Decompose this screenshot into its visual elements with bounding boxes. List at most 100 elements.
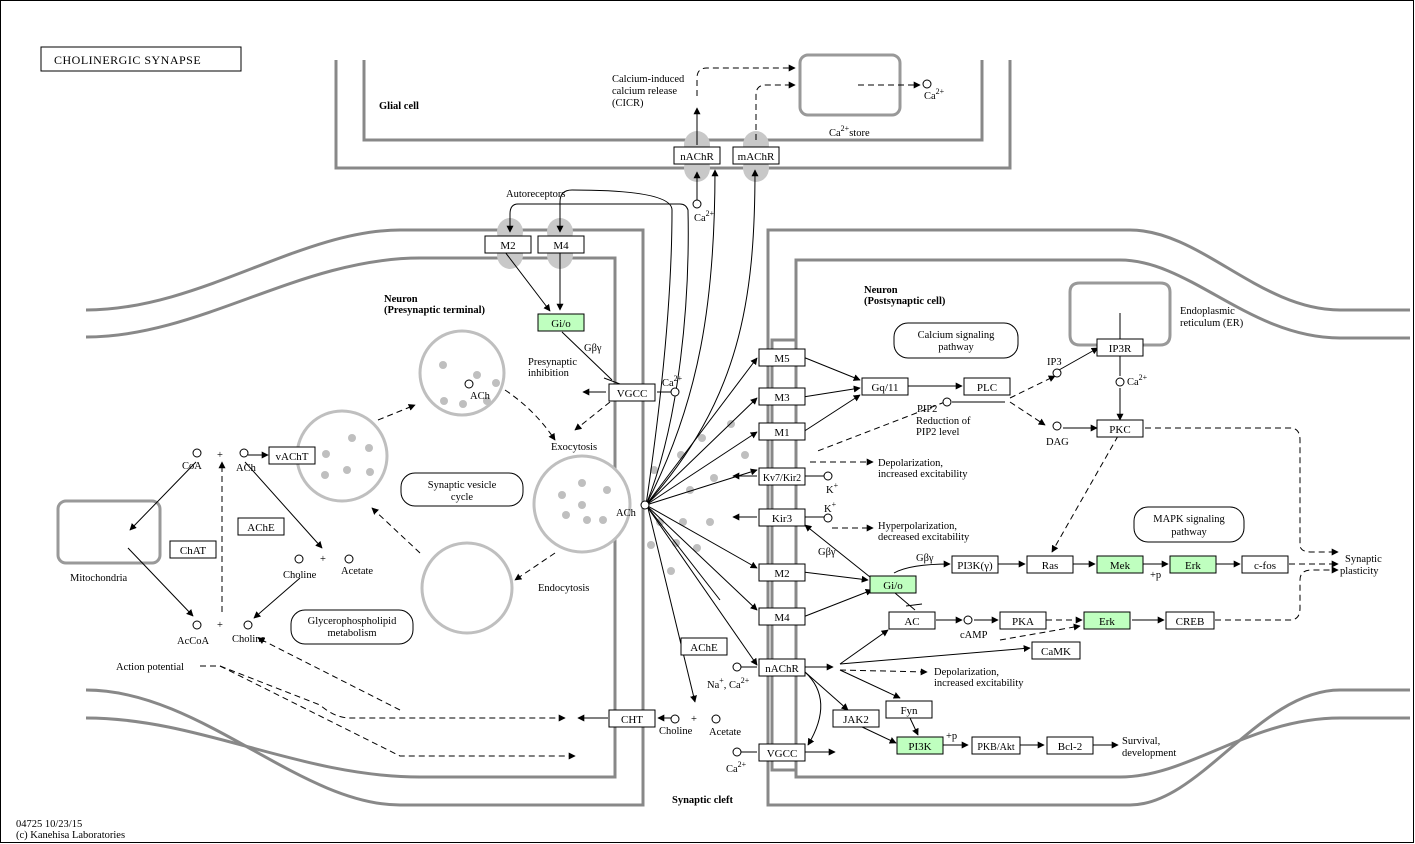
cleft-ach-dots (647, 420, 749, 575)
node-ache-pre-label: AChE (247, 522, 275, 534)
k-label-2: K+ (824, 500, 837, 515)
footer-id-date: 04725 10/23/15 (16, 819, 82, 830)
node-kir3[interactable]: Kir3 (758, 508, 806, 527)
survival-line2: development (1122, 748, 1176, 759)
node-machr-glia[interactable]: mAChR (732, 146, 780, 165)
postsynaptic-membrane-outer (766, 228, 1410, 807)
glycero-pathway-line1: Glycerophospholipid (308, 616, 397, 627)
glial-membrane-inner (362, 60, 984, 142)
node-gq11[interactable]: Gq/11 (861, 377, 909, 396)
vesicle-ach (418, 329, 506, 417)
presynaptic-membrane-outer (85, 228, 645, 807)
node-m1[interactable]: M1 (758, 422, 806, 441)
dag-label: DAG (1046, 437, 1069, 448)
presynaptic-label-line2: (Presynaptic terminal) (384, 305, 485, 316)
acetate-label-cleft: Acetate (709, 727, 741, 738)
cicr-line1: Calcium-induced (612, 74, 685, 85)
glycero-pathway-box[interactable] (290, 609, 414, 645)
node-camk[interactable]: CaMK (1031, 641, 1081, 660)
node-ache-pre[interactable]: AChE (237, 517, 285, 536)
node-jak2[interactable]: JAK2 (832, 709, 880, 728)
acoa-label: AcCoA (177, 636, 209, 647)
ca-label-vgcc-post: Ca2+ (726, 760, 747, 775)
text-labels: Glial cell Neuron (Presynaptic terminal)… (16, 74, 1382, 841)
node-m4-post-label: M4 (774, 612, 790, 624)
vesicle-cycle-box[interactable] (400, 472, 524, 507)
node-nachr-glia[interactable]: nAChR (673, 146, 721, 165)
edges (127, 64, 1339, 760)
ach-label-release: ACh (616, 508, 637, 519)
node-pka-label: PKA (1012, 616, 1034, 628)
node-mek[interactable]: Mek (1096, 555, 1144, 574)
node-cfos[interactable]: c-fos (1241, 555, 1289, 574)
node-fyn[interactable]: Fyn (885, 700, 933, 719)
glial-cell-label: Glial cell (379, 101, 419, 112)
mapk-pathway-line2: pathway (1171, 527, 1207, 538)
node-m5[interactable]: M5 (758, 348, 806, 367)
pre-inhibition-line2: inhibition (528, 368, 570, 379)
depol-1-line2: increased excitability (878, 469, 968, 480)
depol-1-line1: Depolarization, (878, 458, 943, 469)
na-ca-label: Na+, Ca2+ (707, 676, 750, 691)
node-kv7kir2[interactable]: Kv7/Kir2 (758, 467, 806, 486)
node-ras[interactable]: Ras (1026, 555, 1074, 574)
calcium-pathway-line2: pathway (938, 342, 974, 353)
node-vgcc-pre[interactable]: VGCC (608, 383, 656, 402)
node-m2-post[interactable]: M2 (758, 563, 806, 582)
node-m3[interactable]: M3 (758, 387, 806, 406)
node-chat[interactable]: ChAT (169, 540, 217, 559)
node-m2-post-label: M2 (774, 568, 789, 580)
calcium-pathway-box[interactable] (893, 322, 1019, 359)
hyper-line2: decreased excitability (878, 532, 970, 543)
node-erk2[interactable]: Erk (1083, 611, 1131, 630)
choline-label-bottom: Choline (232, 634, 266, 645)
gene-nodes: nAChR mAChR M2 M4 Gi/o VGCC vAChT ChAT A… (169, 146, 1289, 762)
node-gio-pre[interactable]: Gi/o (537, 313, 585, 332)
node-ache-cleft[interactable]: AChE (680, 637, 728, 656)
gby-label-pi3k: Gβγ (916, 553, 934, 564)
node-camk-label: CaMK (1041, 646, 1071, 658)
node-vgcc-post[interactable]: VGCC (758, 743, 806, 762)
node-vacht[interactable]: vAChT (268, 446, 316, 465)
node-ac[interactable]: AC (888, 611, 936, 630)
node-nachr-post[interactable]: nAChR (758, 658, 806, 677)
ca-label-er: Ca2+ (1127, 373, 1148, 388)
node-gio-post[interactable]: Gi/o (869, 575, 917, 594)
node-cht[interactable]: CHT (608, 709, 656, 728)
node-pkc[interactable]: PKC (1096, 419, 1144, 438)
plus-coa: + (217, 450, 223, 461)
node-creb[interactable]: CREB (1165, 611, 1215, 630)
er-organelle (1068, 281, 1172, 347)
node-ip3r[interactable]: IP3R (1096, 338, 1144, 357)
mapk-pathway-box[interactable] (1133, 506, 1245, 543)
node-mek-label: Mek (1110, 560, 1131, 572)
node-pka[interactable]: PKA (999, 611, 1047, 630)
node-kv7kir2-label: Kv7/Kir2 (763, 473, 801, 484)
node-bcl2[interactable]: Bcl-2 (1046, 736, 1094, 755)
ach-label-vesicle: ACh (470, 391, 491, 402)
node-pkbakt-label: PKB/Akt (977, 742, 1014, 753)
node-m2-pre[interactable]: M2 (484, 235, 532, 254)
glial-membrane-outer (334, 60, 1012, 170)
node-m4-pre[interactable]: M4 (537, 235, 585, 254)
endocytosis-label: Endocytosis (538, 583, 589, 594)
exocytosis-label: Exocytosis (551, 442, 597, 453)
node-ras-label: Ras (1042, 560, 1059, 572)
depol-2-line1: Depolarization, (934, 667, 999, 678)
node-cht-label: CHT (621, 714, 643, 726)
node-plc[interactable]: PLC (963, 377, 1011, 396)
node-jak2-label: JAK2 (843, 714, 869, 726)
plus-p-pi3k: +p (946, 731, 957, 742)
plus-choline: + (320, 554, 326, 565)
node-m4-post[interactable]: M4 (758, 607, 806, 626)
node-kir3-label: Kir3 (772, 513, 793, 525)
node-pi3k[interactable]: PI3K (896, 736, 944, 755)
node-pkbakt[interactable]: PKB/Akt (971, 736, 1021, 755)
node-erk1[interactable]: Erk (1169, 555, 1217, 574)
syn-plasticity-line1: Synaptic (1345, 554, 1382, 565)
syn-plasticity-line2: plasticity (1340, 566, 1379, 577)
pre-inhibition-line1: Presynaptic (528, 357, 577, 368)
node-pi3kg[interactable]: PI3K(γ) (951, 555, 999, 574)
ca-store-label: Ca2+store (829, 124, 870, 139)
